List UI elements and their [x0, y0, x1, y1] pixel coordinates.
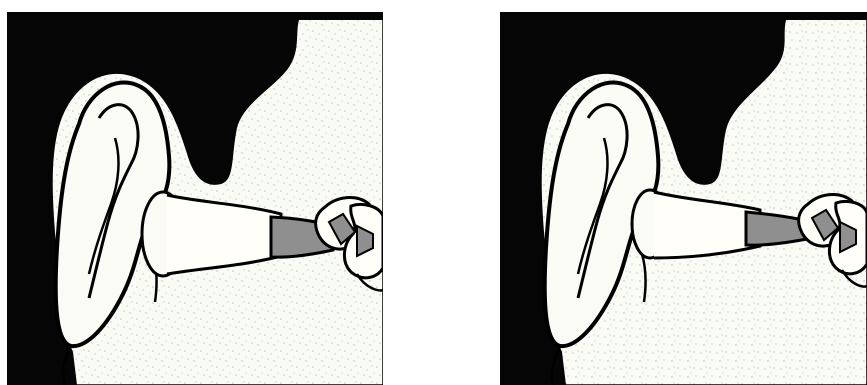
right-ear-diagram	[500, 12, 867, 385]
right-ear-illustration	[500, 12, 867, 385]
left-ear-diagram	[7, 12, 383, 385]
left-ear-illustration	[7, 12, 383, 385]
